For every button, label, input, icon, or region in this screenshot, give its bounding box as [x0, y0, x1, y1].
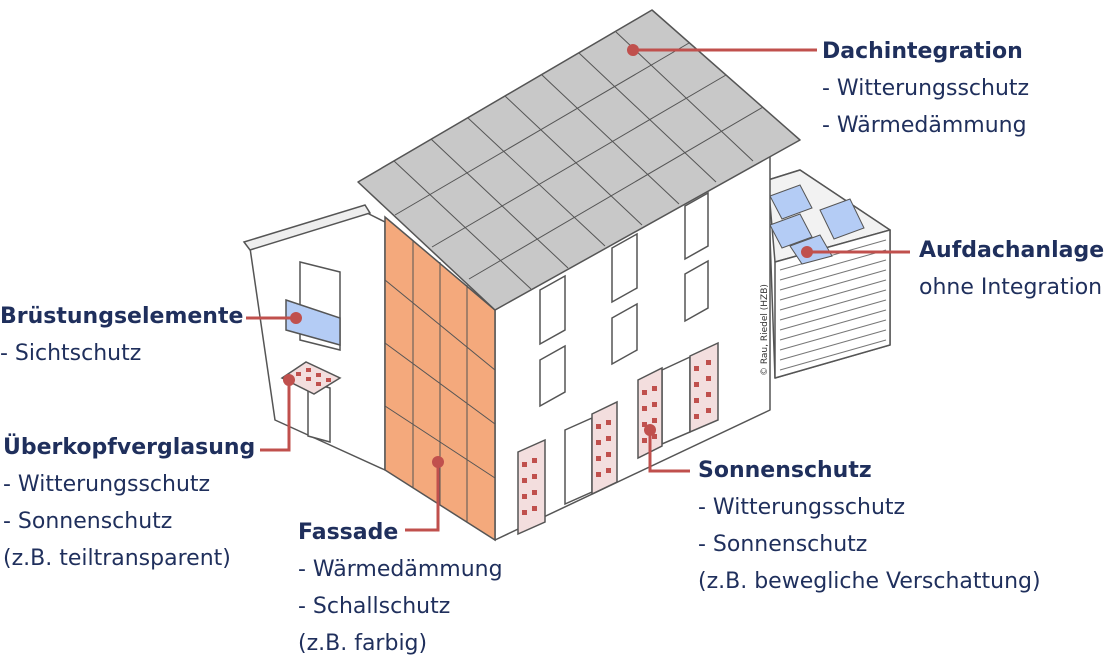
label-bruestungselemente: Brüstungselemente - Sichtschutz [0, 298, 243, 372]
label-line: - Wärmedämmung [298, 557, 503, 582]
callout-dots [283, 44, 813, 468]
label-line: - Wärmedämmung [822, 113, 1027, 138]
label-line: ohne Integration [919, 275, 1103, 300]
ground-floor-doors [564, 355, 691, 506]
label-title: Sonnenschutz [698, 458, 872, 483]
label-line: - Witterungsschutz [822, 76, 1030, 101]
label-line: - Witterungsschutz [698, 495, 906, 520]
label-title: Dachintegration [822, 39, 1023, 64]
label-title: Aufdachanlage [919, 238, 1105, 263]
main-roof [357, 9, 801, 311]
label-line: (z.B. teiltransparent) [3, 546, 231, 571]
label-title: Überkopfverglasung [3, 435, 256, 460]
label-line: (z.B. bewegliche Verschattung) [698, 569, 1041, 594]
label-line: - Schallschutz [298, 594, 451, 619]
label-fassade: Fassade - Wärmedämmung - Schallschutz (z… [298, 514, 503, 662]
shading-dots [522, 360, 711, 515]
label-title: Fassade [298, 520, 399, 545]
label-title: Brüstungselemente [0, 304, 244, 329]
label-line: - Sichtschutz [0, 341, 142, 366]
balustrade-pv [285, 298, 341, 346]
label-line: (z.B. farbig) [298, 631, 428, 656]
canopy-dots [296, 368, 331, 386]
label-line: - Sonnenschutz [698, 532, 868, 557]
front-windows [539, 191, 709, 408]
facade-grid [384, 240, 496, 522]
callout-lines [246, 48, 910, 532]
label-line: - Witterungsschutz [3, 472, 211, 497]
roof-grid [393, 31, 764, 290]
side-roof [242, 204, 372, 251]
label-sonnenschutz: Sonnenschutz - Witterungsschutz - Sonnen… [698, 452, 1041, 600]
copyright-credit: © Rau, Riedel (HZB) [760, 284, 770, 376]
label-aufdachanlage: Aufdachanlage ohne Integration [919, 232, 1104, 306]
label-ueberkopfverglasung: Überkopfverglasung - Witterungsschutz - … [3, 429, 255, 577]
label-line: - Sonnenschutz [3, 509, 173, 534]
label-dachintegration: Dachintegration - Witterungsschutz - Wär… [822, 33, 1029, 144]
garage-door [779, 239, 887, 371]
